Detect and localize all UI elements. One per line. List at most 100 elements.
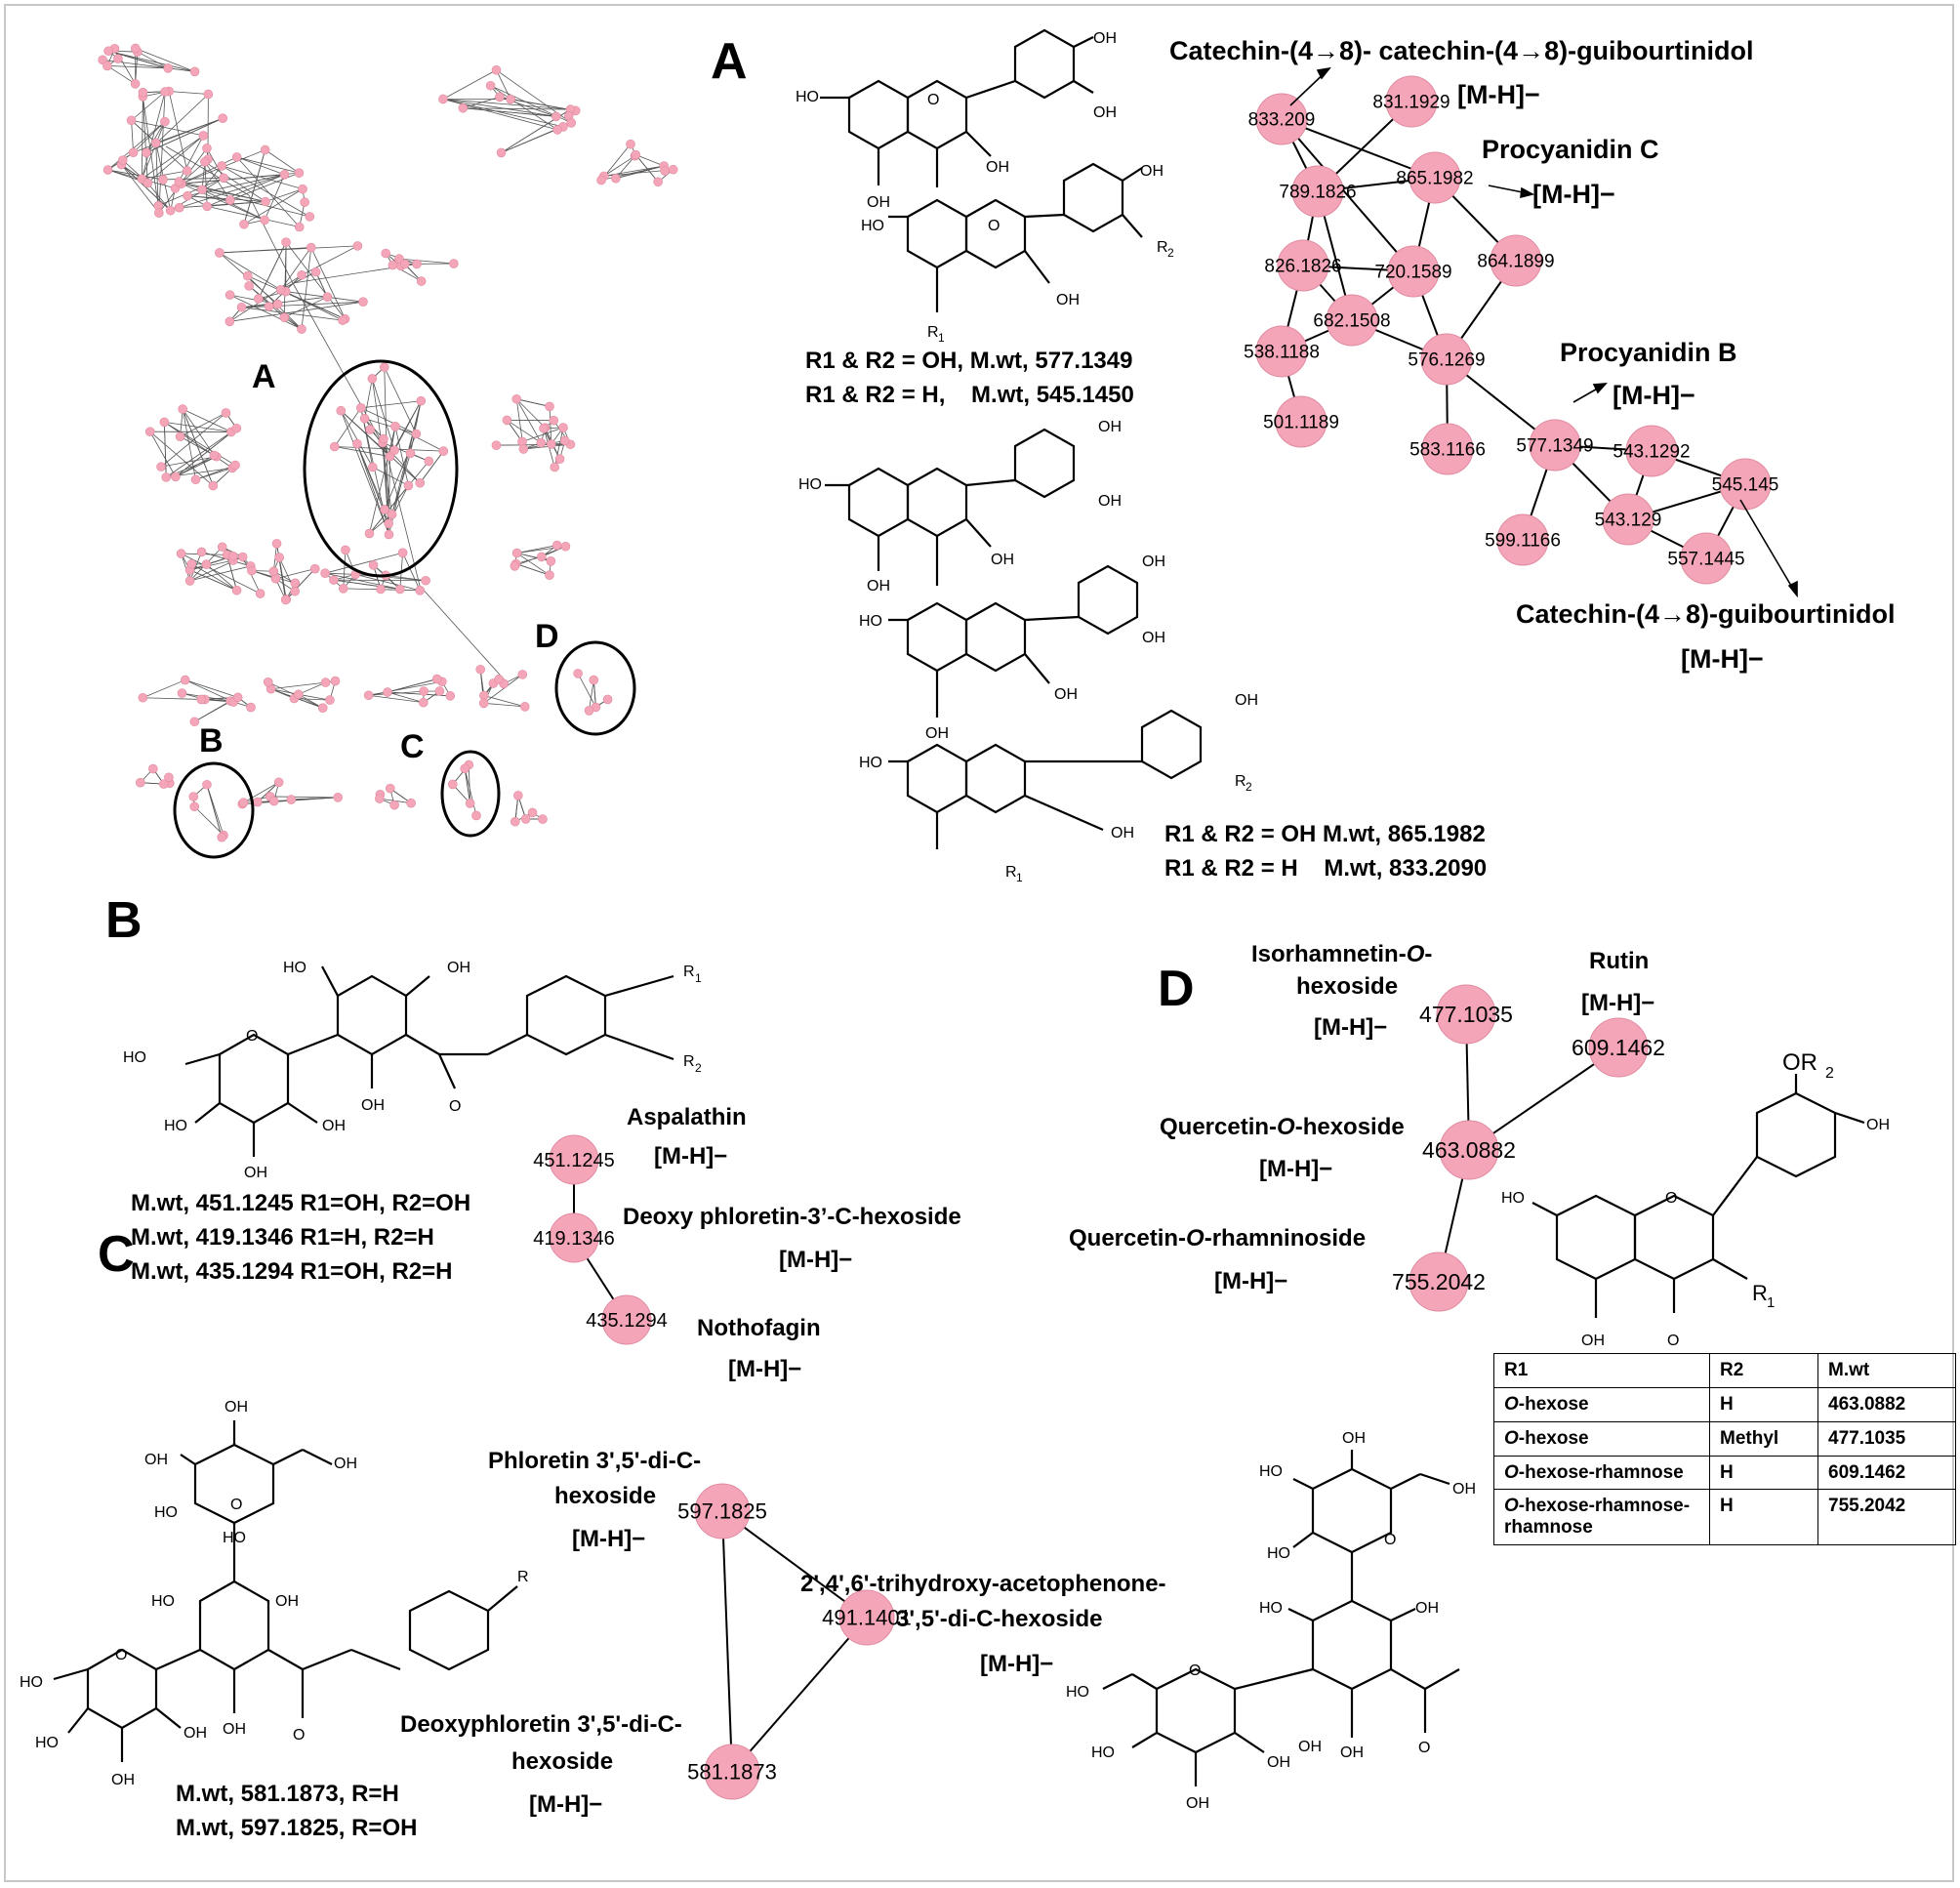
overview-edge <box>204 161 266 202</box>
phloretin-hexoside-structure <box>184 965 674 1157</box>
network-a-node <box>1326 294 1378 347</box>
structure2-oh-line: R1 & R2 = OH M.wt, 865.1982 <box>1164 821 1486 847</box>
overview-edge <box>334 446 444 452</box>
svg-text:OH: OH <box>1140 163 1164 180</box>
svg-text:OH: OH <box>1056 292 1080 308</box>
overview-edge <box>398 258 454 265</box>
panel-letter-a: A <box>711 33 748 90</box>
overview-edge <box>169 91 209 95</box>
svg-text:HO: HO <box>1066 1684 1089 1701</box>
label-aspalathin-ion: [M-H]− <box>654 1143 727 1170</box>
overview-node <box>225 316 235 327</box>
overview-node <box>329 441 340 452</box>
overview-edge <box>181 156 237 185</box>
overview-edge <box>131 119 204 137</box>
overview-edge <box>219 252 281 291</box>
svg-text:R: R <box>1235 773 1246 790</box>
svg-text:OH: OH <box>1581 1333 1605 1349</box>
table-cell-r2: H <box>1709 1455 1818 1491</box>
svg-text:HO: HO <box>1267 1545 1290 1562</box>
overview-node <box>273 777 284 788</box>
overview-edge <box>368 690 425 696</box>
svg-text:2: 2 <box>1167 246 1174 260</box>
overview-node <box>103 46 113 57</box>
cluster-d-ellipse <box>554 640 636 736</box>
overview-node <box>279 312 290 322</box>
overview-node <box>502 415 512 426</box>
overview-node <box>218 113 227 123</box>
overview-node <box>513 791 523 800</box>
label-quercetin-hexoside: Quercetin-O-hexoside <box>1160 1114 1405 1140</box>
overview-edge <box>143 697 202 700</box>
overview-edge <box>145 121 166 153</box>
overview-node <box>189 717 200 727</box>
overview-node <box>239 219 249 229</box>
svg-text:OH: OH <box>361 1097 385 1114</box>
table-cell-r2: H <box>1709 1386 1818 1422</box>
overview-node <box>174 177 184 186</box>
overview-node <box>264 302 274 311</box>
overview-node <box>399 259 410 269</box>
label-rutin: Rutin <box>1589 948 1649 974</box>
svg-text:HO: HO <box>154 1504 178 1521</box>
overview-node <box>238 798 249 807</box>
overview-node <box>232 692 243 703</box>
overview-node <box>471 810 481 821</box>
overview-node <box>424 456 434 467</box>
overview-node <box>196 547 207 557</box>
overview-node <box>309 563 320 574</box>
overview-node <box>495 92 505 103</box>
svg-text:1: 1 <box>1016 871 1023 884</box>
svg-text:HO: HO <box>20 1674 43 1691</box>
overview-node <box>379 362 389 372</box>
overview-edge <box>108 50 195 72</box>
network-a-node-label: 720.1589 <box>1374 263 1451 283</box>
network-a-node <box>1275 395 1327 448</box>
overview-node <box>275 285 286 295</box>
network-a-node-label: 543.129 <box>1595 511 1662 531</box>
network-a-node <box>1490 234 1542 287</box>
overview-node <box>219 173 228 184</box>
panel-b-mw-2: M.wt, 419.1346 R1=H, R2=H <box>131 1224 434 1251</box>
network-d-node-label: 477.1035 <box>1419 1002 1513 1027</box>
table-row: O-hexose-rhamnose H 609.1462 <box>1493 1455 1956 1491</box>
overview-node <box>260 215 269 226</box>
overview-node <box>290 578 301 589</box>
network-a-node <box>1255 93 1308 145</box>
overview-node <box>189 66 200 77</box>
overview-node <box>225 290 235 300</box>
overview-node <box>231 423 242 433</box>
svg-text:OH: OH <box>867 578 890 595</box>
svg-text:O: O <box>988 218 1000 234</box>
svg-text:HO: HO <box>859 613 882 630</box>
overview-edge <box>635 154 665 167</box>
overview-edge <box>507 420 542 443</box>
network-a-node-label: 545.145 <box>1712 475 1779 496</box>
svg-text:HO: HO <box>223 1530 246 1546</box>
overview-node <box>261 196 270 207</box>
overview-edge <box>343 550 347 589</box>
overview-node <box>438 446 449 456</box>
overview-edge <box>280 289 344 321</box>
overview-edge <box>325 552 403 574</box>
network-c-node-label: 597.1825 <box>677 1499 767 1524</box>
overview-node <box>538 814 548 824</box>
overview-node <box>102 165 113 175</box>
network-a-node <box>1680 532 1733 585</box>
overview-node <box>143 178 153 188</box>
svg-text:OH: OH <box>225 1399 248 1416</box>
svg-text:OH: OH <box>1142 554 1165 570</box>
overview-edge <box>419 450 444 484</box>
overview-node <box>165 205 176 216</box>
overview-node <box>611 173 621 184</box>
overview-edge <box>131 91 166 121</box>
svg-text:OH: OH <box>244 1165 267 1181</box>
overview-edge <box>182 408 214 486</box>
network-a-arrows <box>1289 66 1798 598</box>
overview-node <box>260 144 270 155</box>
panel-letter-d: D <box>1158 961 1195 1017</box>
svg-text:OH: OH <box>322 1118 346 1134</box>
